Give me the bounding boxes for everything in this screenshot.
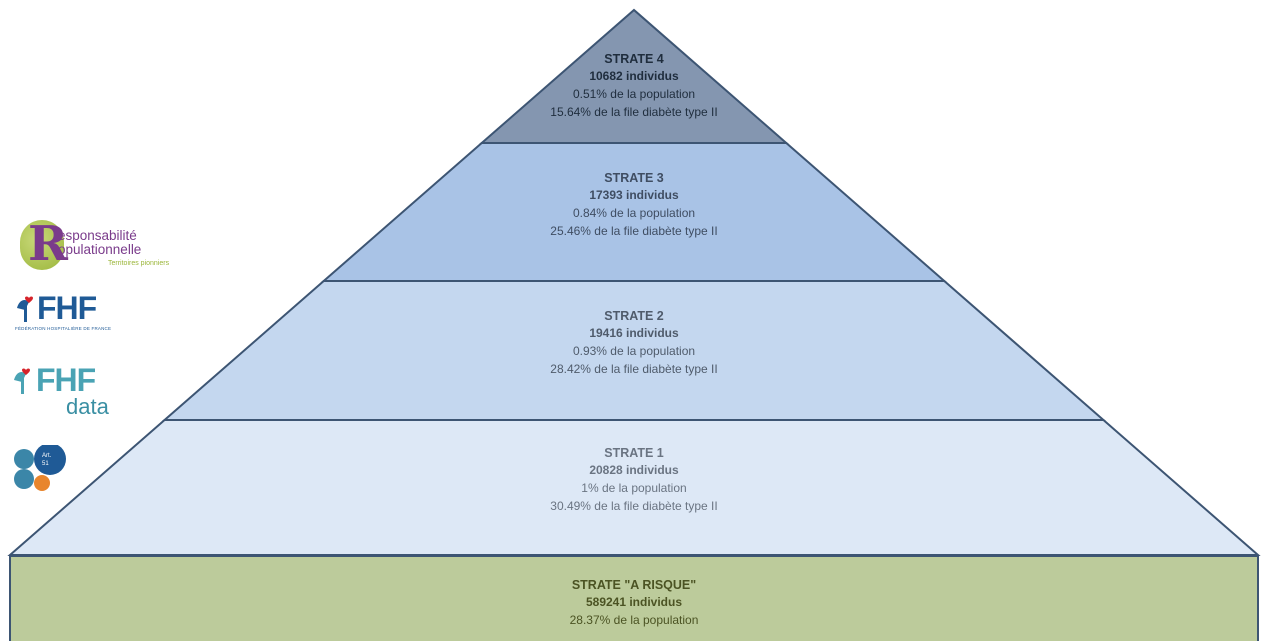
fhf-data-logo: FHF data (10, 362, 120, 426)
stratum-count: 17393 individus (589, 188, 679, 202)
stratum-count: 19416 individus (589, 326, 679, 340)
stratum-3-label: STRATE 3 17393 individus 0.84% de la popul… (434, 171, 834, 238)
stratum-count: 20828 individus (589, 463, 679, 477)
responsabilite-populationnelle-logo: R esponsabilité opulationnelle Territoir… (20, 216, 180, 275)
fhf-data-subtitle: data (66, 394, 109, 419)
stratum-population: 0.93% de la population (572, 344, 696, 358)
stratum-1-label: STRATE 1 20828 individus 1% de la populati… (434, 446, 834, 513)
risk-count: 589241 individus (585, 595, 683, 609)
risk-stratum-label: STRATE "A RISQUE" 589241 individus 28.37% … (434, 578, 834, 627)
tree-heart-icon (14, 368, 30, 394)
fhf-wordmark: FHF (37, 290, 97, 326)
svg-text:51: 51 (42, 461, 49, 467)
stratum-title: STRATE 1 (604, 446, 664, 460)
fhf-logo: FHF FÉDÉRATION HOSPITALIÈRE DE FRANCE (15, 290, 125, 340)
stratum-title: STRATE 4 (604, 52, 664, 66)
tree-heart-icon (17, 296, 33, 322)
risk-title: STRATE "A RISQUE" (571, 578, 697, 592)
stratum-file: 30.49% de la file diabète type II (550, 499, 718, 513)
logo-text-line3: Territoires pionniers (108, 260, 170, 267)
fhf-subtitle: FÉDÉRATION HOSPITALIÈRE DE FRANCE (15, 326, 112, 331)
art51-circles-icon: Art. 51 (14, 443, 66, 491)
fhf-data-wordmark: FHF (36, 362, 96, 398)
stratum-count: 10682 individus (589, 69, 679, 83)
stratum-file: 25.46% de la file diabète type II (550, 224, 718, 238)
stratum-title: STRATE 2 (604, 309, 664, 323)
stratum-4-label: STRATE 4 10682 individus 0.51% de la popul… (434, 52, 834, 119)
stratum-title: STRATE 3 (604, 171, 664, 185)
risk-stratum-box (9, 555, 1259, 641)
stratum-2-label: STRATE 2 19416 individus 0.93% de la popul… (434, 309, 834, 376)
stratum-file: 15.64% de la file diabète type II (550, 105, 718, 119)
stratum-population: 1% de la population (581, 481, 687, 495)
svg-text:Art.: Art. (42, 453, 52, 459)
logo-text-line2: opulationnelle (58, 242, 142, 257)
logo-text-line1: esponsabilité (58, 228, 137, 243)
stratum-population: 0.51% de la population (572, 87, 696, 101)
r-letter-icon: R (20, 216, 68, 272)
risk-population: 28.37% de la population (569, 613, 699, 627)
stratum-file: 28.42% de la file diabète type II (550, 362, 718, 376)
article-51-logo: Art. 51 (12, 443, 72, 495)
stratum-population: 0.84% de la population (572, 206, 696, 220)
